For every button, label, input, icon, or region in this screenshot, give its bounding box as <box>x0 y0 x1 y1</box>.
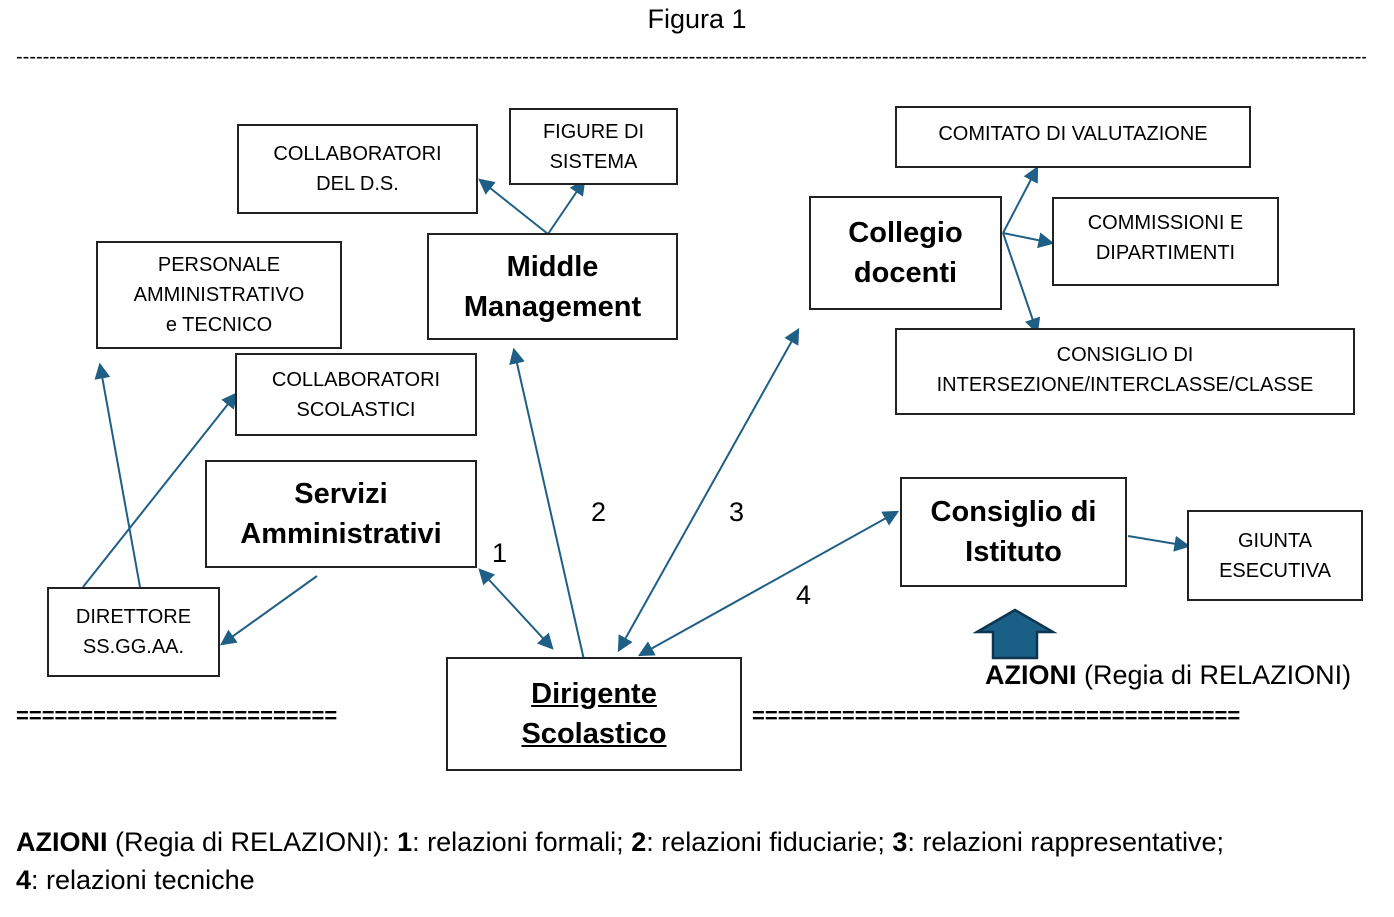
arrow-3-dirigente-collegio <box>617 327 800 653</box>
azioni-label: AZIONI (Regia di RELAZIONI) <box>985 660 1352 690</box>
arrow-mm-collaboratori <box>478 178 549 235</box>
relation-number-4: 4 <box>796 580 812 610</box>
arrow-collegio-commissioni <box>1002 232 1055 249</box>
arrow-collegio-comitato <box>1002 165 1039 234</box>
arrow-mm-figure <box>547 179 586 235</box>
arrow-4-dirigente-consiglio <box>637 510 900 657</box>
arrow-servizi-direttore <box>220 575 318 646</box>
arrow-2-dirigente-mm <box>509 347 585 661</box>
arrow-dir-personale <box>94 362 141 588</box>
up-arrow-icon <box>972 608 1058 660</box>
figure-title: Figura 1 <box>647 4 747 34</box>
box-comitato-valutazione: COMITATO DI VALUTAZIONE <box>895 106 1251 168</box>
double-line-right: ====================================== <box>752 703 1241 728</box>
arrow-collegio-consiglio-cl <box>1002 232 1041 335</box>
relation-number-1: 1 <box>492 538 508 568</box>
dash-separator: ----------------------------------------… <box>16 46 1366 68</box>
arrow-consiglio-giunta <box>1127 535 1191 552</box>
relation-number-3: 3 <box>729 497 745 527</box>
double-line-left: ========================= <box>16 703 338 728</box>
arrow-dir-collab-scol <box>82 392 238 588</box>
legend-text: AZIONI (Regia di RELAZIONI): 1: relazion… <box>16 827 1225 895</box>
arrow-1-servizi-dirigente <box>478 568 554 650</box>
relation-number-2: 2 <box>591 497 607 527</box>
